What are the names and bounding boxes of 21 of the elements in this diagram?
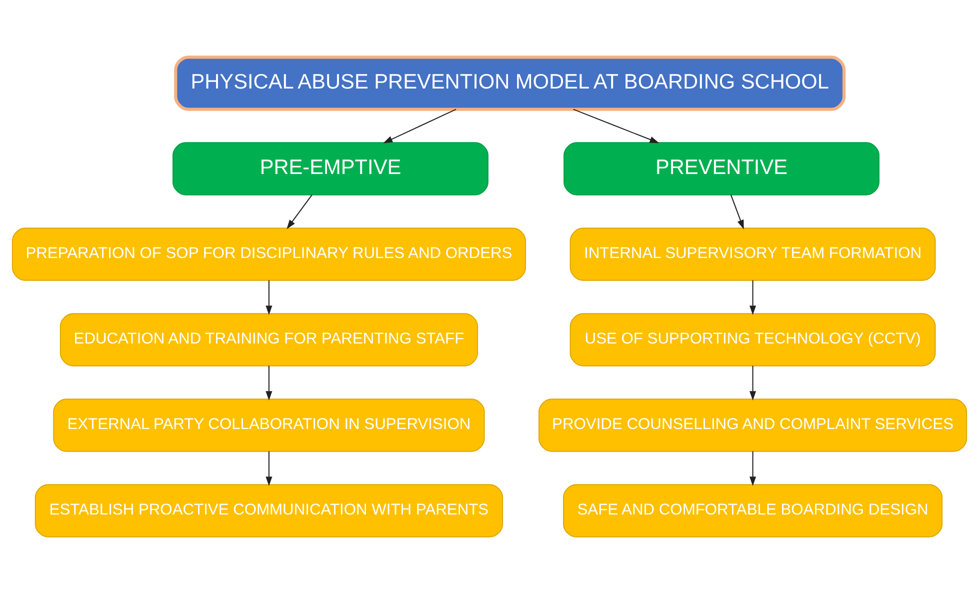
arrow <box>730 194 744 230</box>
arrow <box>750 451 756 486</box>
node-box: EXTERNAL PARTY COLLABORATION IN SUPERVISION <box>53 398 485 452</box>
node-box: PRE-EMPTIVE <box>172 142 488 196</box>
arrow <box>383 108 456 144</box>
arrow <box>266 280 272 315</box>
node-box: SAFE AND COMFORTABLE BOARDING DESIGN <box>563 484 943 538</box>
arrow <box>286 194 312 230</box>
node-box: PHYSICAL ABUSE PREVENTION MODEL AT BOARDING SCHOOL <box>174 56 846 111</box>
arrow <box>750 280 756 315</box>
arrow <box>573 108 660 144</box>
node-box: PROVIDE COUNSELLING AND COMPLAINT SERVICES <box>538 398 968 452</box>
node-box: PREVENTIVE <box>564 142 880 196</box>
node-box: ESTABLISH PROACTIVE COMMUNICATION WITH PARENTS <box>34 484 504 538</box>
arrow <box>266 366 272 400</box>
node-box: INTERNAL SUPERVISORY TEAM FORMATION <box>570 228 936 281</box>
node-box: PREPARATION OF SOP FOR DISCIPLINARY RULES AND ORDERS <box>12 228 526 281</box>
node-box: USE OF SUPPORTING TECHNOLOGY (CCTV) <box>570 313 936 366</box>
node-box: EDUCATION AND TRAINING FOR PARENTING STAFF <box>60 313 478 366</box>
arrow <box>750 366 756 400</box>
arrow <box>266 451 272 486</box>
